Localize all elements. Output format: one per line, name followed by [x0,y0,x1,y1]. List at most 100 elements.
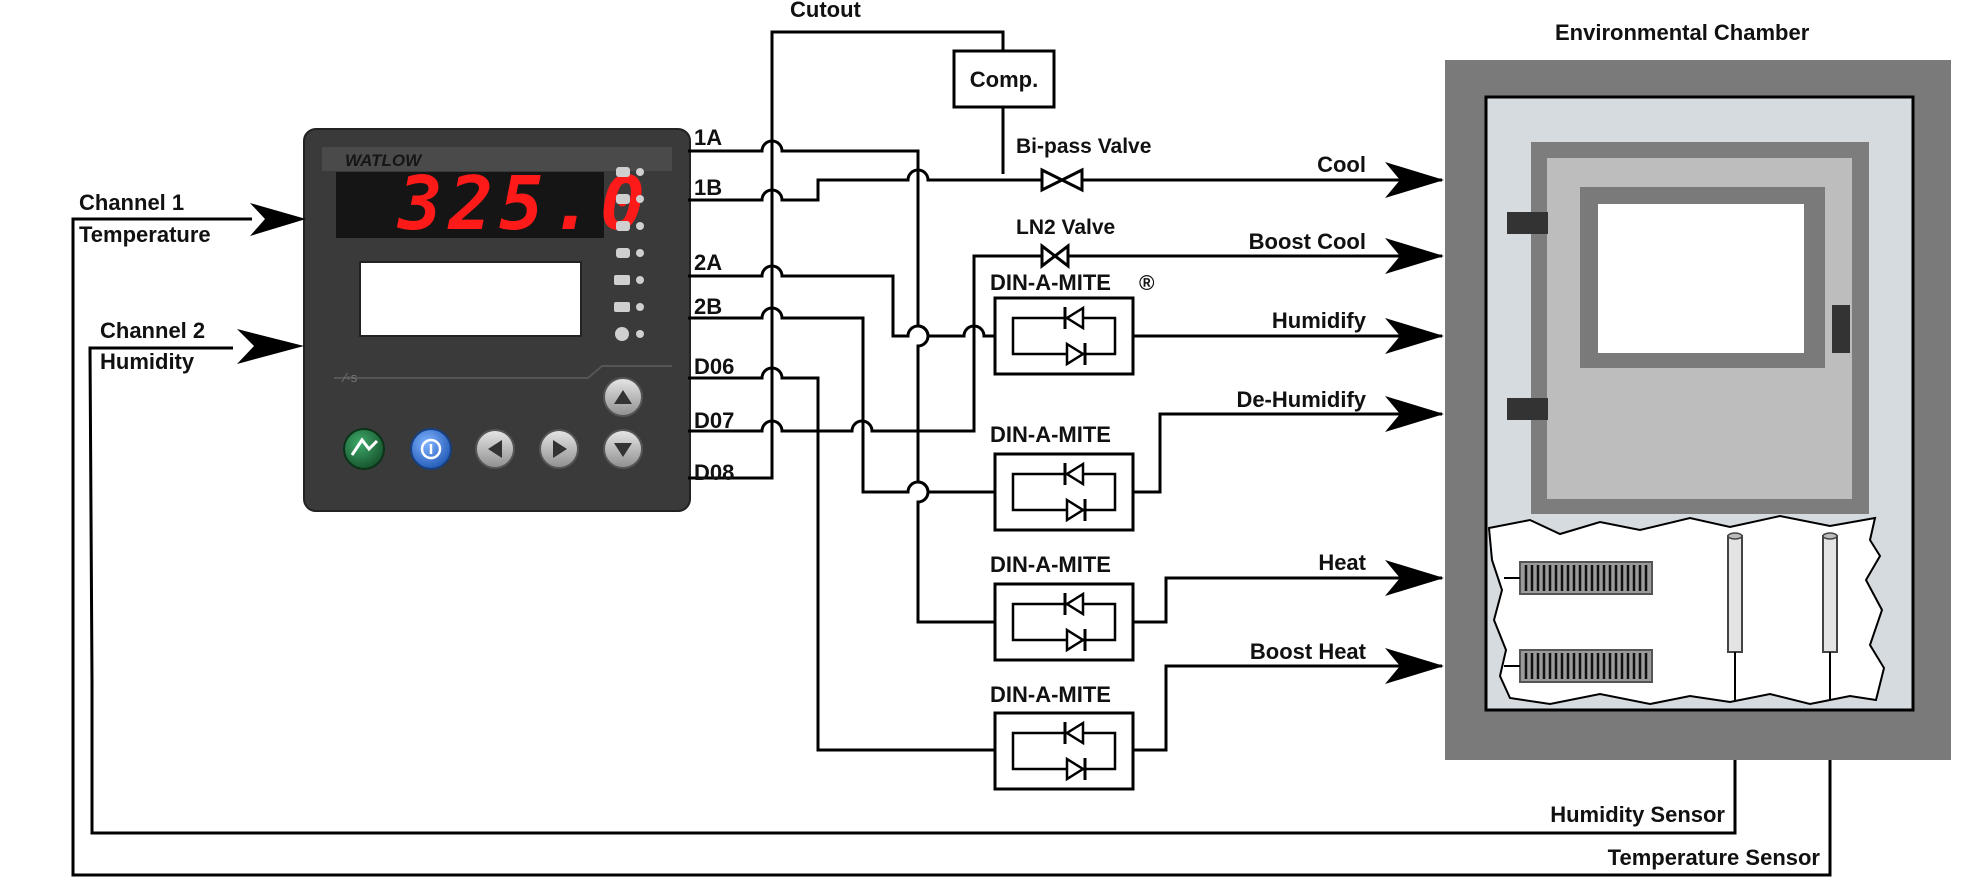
arrow-channel2 [237,329,304,364]
wiring [71,30,1832,877]
wire-d07 [688,336,976,433]
bipass-valve-label: Bi-pass Valve [1016,135,1151,158]
door-handle [1832,305,1850,353]
thyristor-icon [1064,461,1085,487]
wire-common-bus [916,180,995,624]
arrow-right-icon [553,440,567,458]
wire-ln2-feed [972,254,1042,336]
thyristor-icon [1065,627,1086,653]
arrowheads [237,162,1444,684]
wire-humidity-sensor [88,346,1737,835]
wire-boost-heat [1133,664,1442,752]
output-heat-label: Heat [1318,550,1366,575]
humidity-sensor-label: Humidity Sensor [1550,802,1725,827]
thyristor-icon [1065,341,1086,367]
output-dehumidify-label: De-Humidify [1236,387,1366,412]
din-a-mite-block: DIN-A-MITE [990,422,1135,532]
din-a-mite-blocks: DIN-A-MITE DIN-A-MITE DIN-A-MITE DIN-A-MITE [990,270,1135,791]
arrow-heat [1385,560,1444,596]
right-key[interactable] [539,429,579,469]
din-a-mite-label: DIN-A-MITE [990,552,1111,577]
up-key[interactable] [603,377,643,417]
wire-1b [688,168,1048,202]
bezel-divider [334,365,672,379]
thyristor-icon [1065,756,1086,782]
output-boost-cool-label: Boost Cool [1249,229,1366,254]
din-a-mite-label: DIN-A-MITE [990,270,1111,295]
channel1-label: Channel 1 [79,190,184,215]
compressor-label: Comp. [970,67,1038,92]
info-icon [420,438,442,460]
blue-key[interactable] [410,428,452,470]
arrow-channel1 [250,203,306,236]
wire-temperature-sensor [71,217,1832,877]
output-indicator-icons [614,167,644,341]
arrow-boost-cool [1385,238,1444,274]
arrow-left-icon [488,440,502,458]
heater-element-lower [1504,649,1653,683]
thyristor-icon [1064,720,1085,746]
compressor: Comp. [952,49,1056,109]
down-key[interactable] [603,429,643,469]
temperature-sensor-probe [1822,532,1838,700]
wire-d06 [688,366,995,752]
door-hinge-bottom [1507,398,1548,420]
wire-d08-cutout [688,30,1005,480]
output-label-d08: D08 [694,460,734,485]
wire-2a [688,264,995,338]
arrow-up-icon [614,390,632,404]
channel1-sublabel: Temperature [79,222,211,247]
thyristor-icon [1064,591,1085,617]
output-label-d07: D07 [694,408,734,433]
output-label-d06: D06 [694,354,734,379]
output-label-1b: 1B [694,175,722,200]
left-key[interactable] [475,429,515,469]
bipass-valve [1040,167,1084,193]
indicator-icon [616,221,644,231]
thyristor-icon [1065,497,1086,523]
channel2-sublabel: Humidity [100,349,195,374]
arrow-dehumidify [1385,396,1444,432]
output-label-1a: 1A [694,125,722,150]
lcd-display [359,261,582,337]
controller-brand: WATLOW [345,151,423,170]
valve-icon [1040,242,1070,270]
heater-element-upper [1504,561,1653,595]
output-boost-heat-label: Boost Heat [1250,639,1367,664]
arrow-humidify [1385,318,1444,354]
small-logo-mark: ⁄◦s [341,370,358,385]
din-a-mite-label: DIN-A-MITE [990,682,1111,707]
led-display [336,172,604,238]
compressor-box [952,49,1056,109]
thyristor-icon [1064,305,1085,331]
din-a-mite-block: DIN-A-MITE [990,270,1135,376]
arrow-down-icon [614,443,632,457]
temperature-controller: WATLOW 325.0 ⁄◦s [303,128,691,512]
indicator-icon [614,275,644,285]
arrow-boost-heat [1385,648,1444,684]
chamber-title: Environmental Chamber [1555,20,1810,45]
indicator-icon [616,194,644,204]
channel2-label: Channel 2 [100,318,205,343]
din-a-mite-label: DIN-A-MITE [990,422,1111,447]
door-hinge-top [1507,212,1548,234]
output-label-2b: 2B [694,294,722,319]
arrow-cool [1385,162,1444,198]
indicator-icon [614,302,644,312]
controller-header [322,147,672,171]
output-label-2a: 2A [694,250,722,275]
display-value: 325.0 [396,161,651,247]
wire-1a [688,139,920,180]
profile-icon [350,437,379,456]
chamber-window [1598,204,1804,353]
green-key[interactable] [343,428,385,470]
valve-icon [1040,167,1084,193]
din-a-mite-block: DIN-A-MITE [990,682,1135,791]
indicator-icon [616,248,644,258]
ln2-valve-label: LN2 Valve [1016,216,1115,239]
ln2-valve [1040,242,1070,270]
labels: Cutout Bi-pass Valve LN2 Valve ® Channel… [79,0,1820,870]
din-a-mite-block: DIN-A-MITE [990,552,1135,662]
wire-heat [1133,576,1442,624]
wire-dehumidify [1133,412,1442,494]
